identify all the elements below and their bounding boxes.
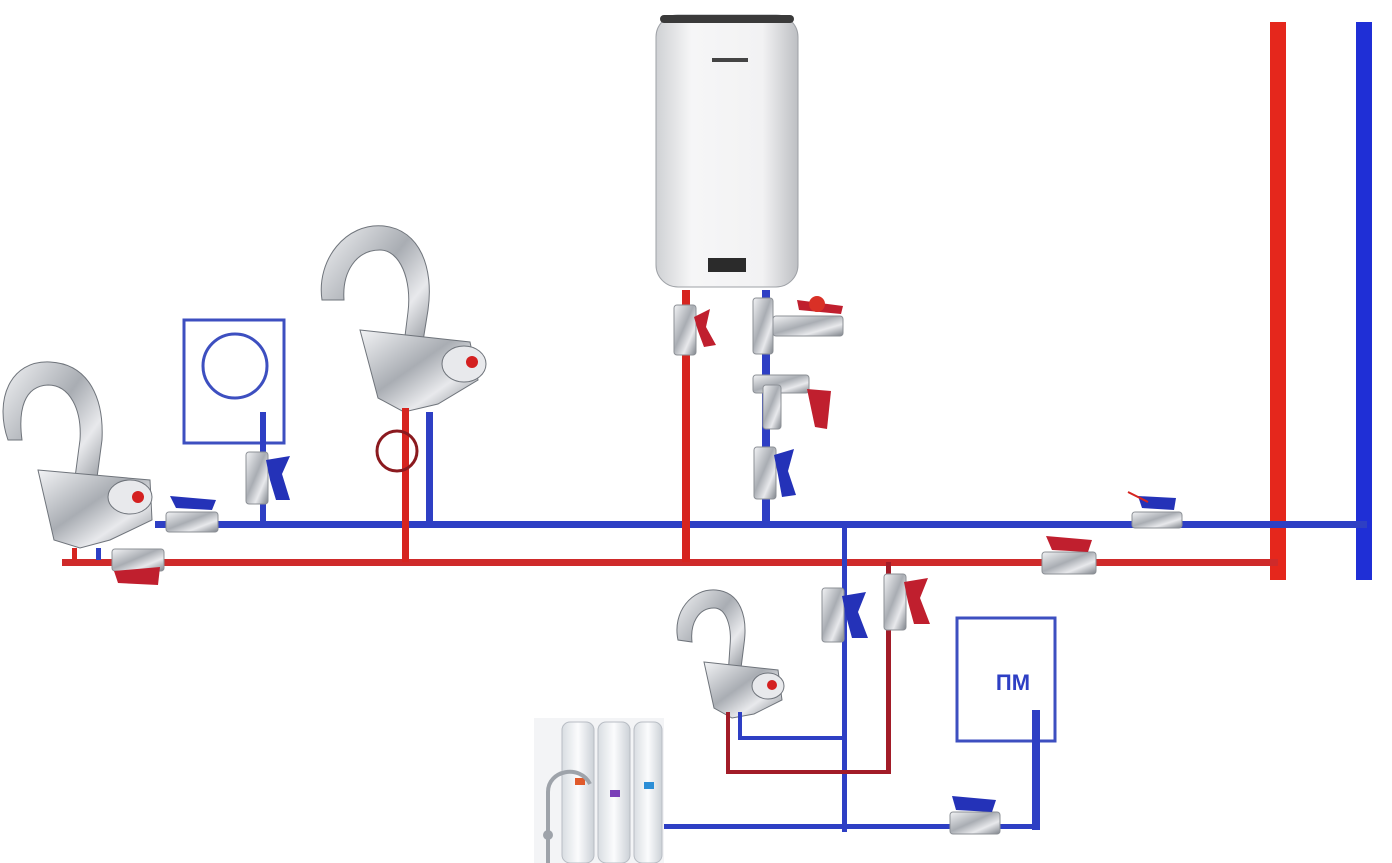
mixer-faucet-icon [2,361,153,549]
ball-valve-icon[interactable] [753,446,796,500]
small-faucet-hot-line [726,712,889,774]
ball-valve-icon[interactable] [673,304,716,356]
faucet-middle-cold-pipe [426,412,433,524]
hot-main-pipe [62,559,1278,566]
mixer-faucet-icon [676,589,785,719]
ball-valve-icon[interactable] [949,796,1001,835]
ball-valve-icon[interactable] [752,374,831,430]
faucet-left-hot-stub [72,548,77,560]
faucet-middle-hot-pipe [402,408,409,562]
hot-tap-marker-circle [375,429,419,473]
ball-valve-icon[interactable] [883,573,930,631]
dishwasher-label: ПМ [996,670,1030,695]
ball-valve-icon[interactable] [111,548,165,585]
dishwasher-outline-box [955,616,1057,743]
cold-branch-down-pipe [842,522,847,832]
heater-hot-outlet-pipe [682,290,690,562]
ball-valve-icon[interactable] [245,451,290,505]
appliance-drum-circle [201,332,269,400]
ball-valve-icon[interactable] [752,296,844,355]
dishwasher-feed-pipe [1032,710,1040,830]
cold-riser-pipe [1356,22,1372,580]
water-filter-icon [534,718,664,863]
appliance-outline-box [182,318,286,445]
ball-valve-icon[interactable] [1041,536,1097,575]
faucet-left-cold-stub [96,548,101,560]
hot-branch-down-pipe [886,562,891,774]
small-faucet-cold-line [738,712,845,740]
water-heater-icon [655,14,799,288]
filter-feed-pipe [655,824,1040,829]
hot-riser-pipe [1270,22,1286,580]
mixer-faucet-icon [320,225,487,413]
ball-valve-icon[interactable] [1127,491,1183,529]
cold-main-pipe [155,521,1367,528]
ball-valve-icon[interactable] [821,587,868,643]
ball-valve-icon[interactable] [165,496,219,533]
